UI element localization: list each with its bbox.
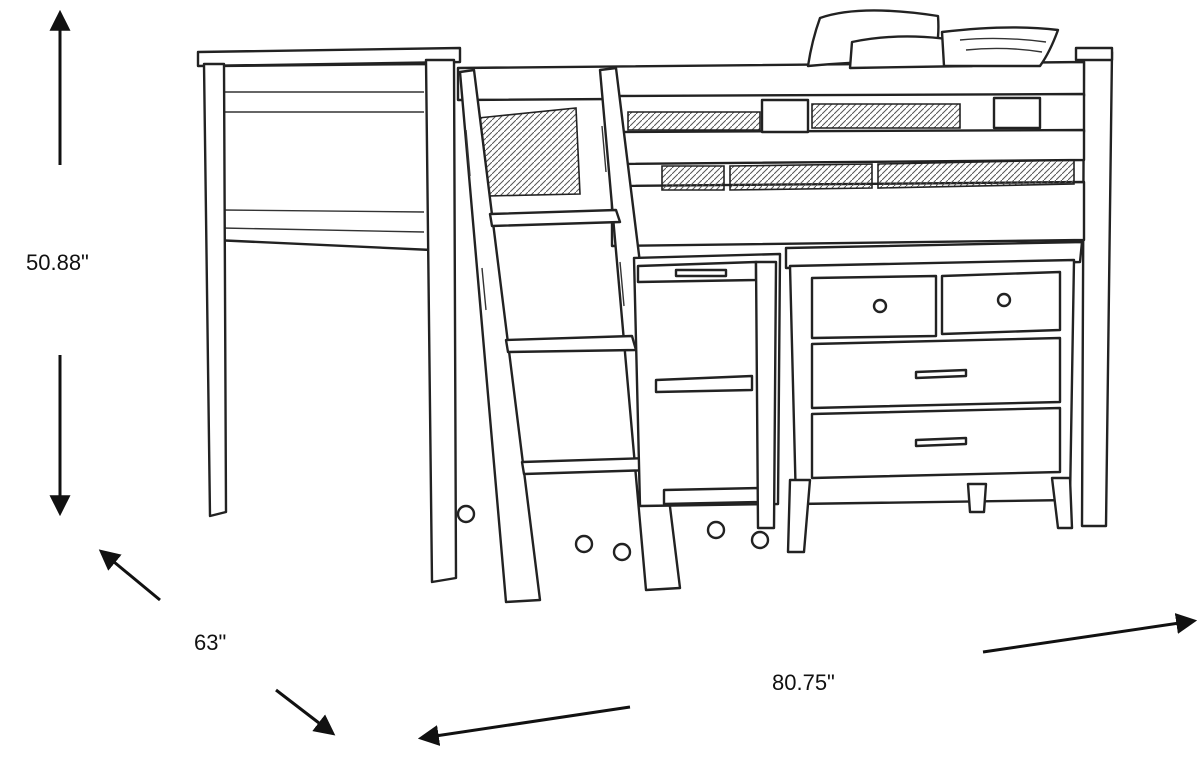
depth-dimension-arrow [98, 549, 336, 736]
bookcase-cabinet [632, 252, 782, 550]
width-dimension-arrow [417, 613, 1198, 746]
width-dimension-label: 80.75" [772, 670, 835, 695]
depth-dimension-label: 63" [194, 630, 227, 655]
dresser [784, 240, 1084, 554]
height-dimension-label: 50.88" [26, 250, 89, 275]
